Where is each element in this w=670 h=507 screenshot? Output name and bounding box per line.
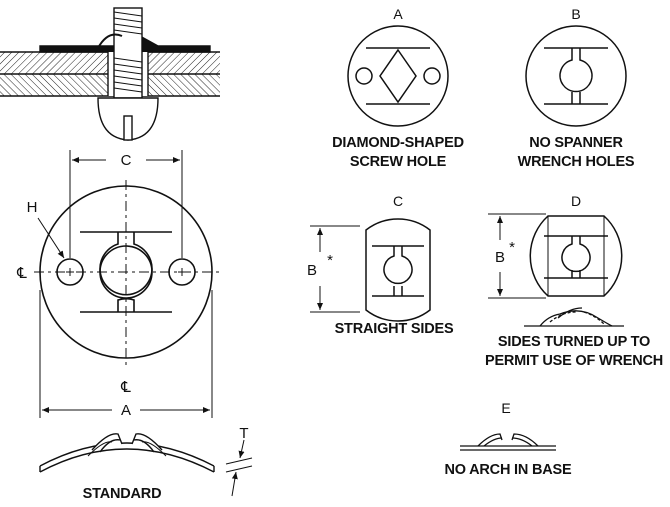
standard-caption: STANDARD (83, 486, 162, 502)
variant-b-letter: B (571, 6, 580, 22)
variant-c-height-dim (310, 225, 360, 313)
dim-a (39, 290, 213, 418)
variant-a-letter: A (393, 6, 403, 22)
standard-profile (39, 433, 215, 473)
variant-d-caption-2: PERMIT USE OF WRENCH (485, 353, 663, 369)
dim-t-label: T (239, 425, 248, 442)
variant-e-letter: E (501, 400, 510, 416)
variant-b-caption-1: NO SPANNER (529, 135, 623, 151)
dim-c (69, 150, 183, 258)
centerline-horizontal: ℄ (16, 265, 27, 282)
standard-plate (34, 180, 222, 366)
variant-c-letter: C (393, 193, 403, 209)
variant-d-letter: D (571, 193, 581, 209)
variant-e-profile (460, 433, 556, 451)
variant-c-b-label: B (307, 262, 317, 279)
dim-c-label: C (121, 152, 132, 169)
centerline-vertical: ℄ (120, 379, 131, 396)
variant-c-b-asterisk: * (327, 252, 333, 269)
dim-h-label: H (27, 199, 38, 216)
variant-c-plate (365, 218, 431, 322)
assembly-section (0, 7, 220, 141)
dim-t (225, 439, 253, 497)
variant-b-caption-2: WRENCH HOLES (518, 154, 635, 170)
variant-e-caption: NO ARCH IN BASE (445, 462, 572, 478)
variant-b-plate (525, 25, 627, 127)
variant-d-plate (529, 215, 623, 297)
h-leader (37, 217, 65, 259)
variant-a-caption-2: SCREW HOLE (350, 154, 447, 170)
variant-d-height-dim (488, 213, 546, 299)
variant-a-plate (347, 25, 449, 127)
variant-d-caption-1: SIDES TURNED UP TO (498, 334, 650, 350)
variant-a-caption-1: DIAMOND-SHAPED (332, 135, 464, 151)
variant-c-caption: STRAIGHT SIDES (335, 321, 454, 337)
variant-d-profile (524, 307, 624, 327)
variant-d-b-label: B (495, 249, 505, 266)
dim-a-label: A (121, 402, 131, 419)
variant-d-b-asterisk: * (509, 239, 515, 256)
